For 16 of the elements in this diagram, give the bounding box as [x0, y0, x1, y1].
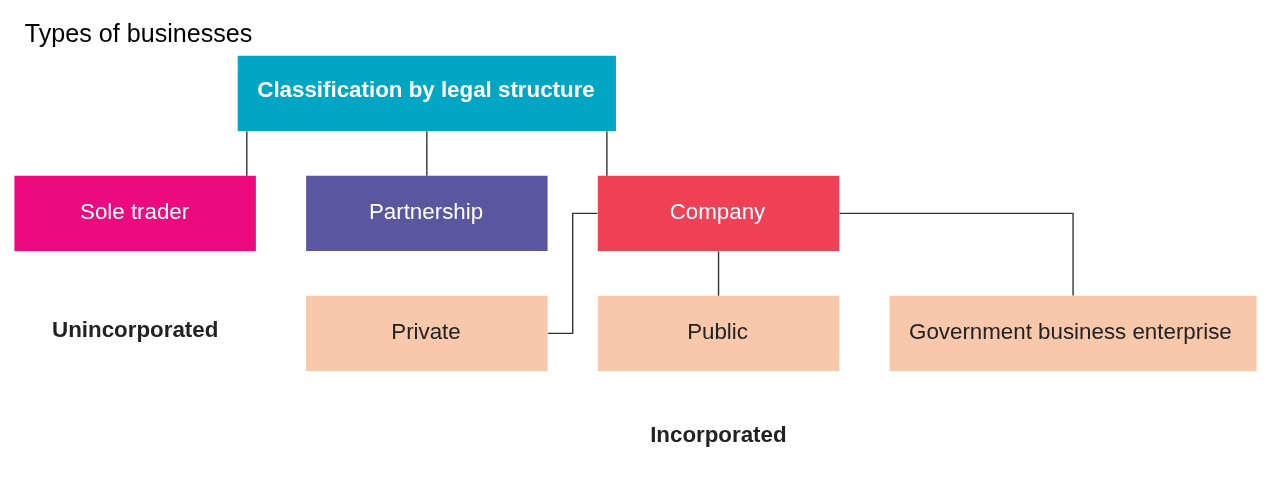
node-box: Public — [597, 295, 840, 372]
connector — [426, 130, 428, 177]
connector — [838, 212, 1074, 297]
connector — [606, 130, 608, 177]
node-box: Sole trader — [14, 175, 256, 252]
connector — [246, 130, 248, 177]
label: Incorporated — [650, 421, 787, 447]
label: Unincorporated — [52, 317, 219, 343]
connector — [547, 212, 599, 335]
diagram-title: Types of businesses — [24, 19, 253, 48]
node-box: Classification by legal structure — [237, 55, 616, 132]
connector — [717, 250, 720, 297]
node-box: Company — [597, 175, 840, 252]
node-box: Private — [306, 295, 548, 372]
node-box: Government business enterprise — [889, 295, 1257, 372]
node-box: Partnership — [306, 175, 548, 252]
